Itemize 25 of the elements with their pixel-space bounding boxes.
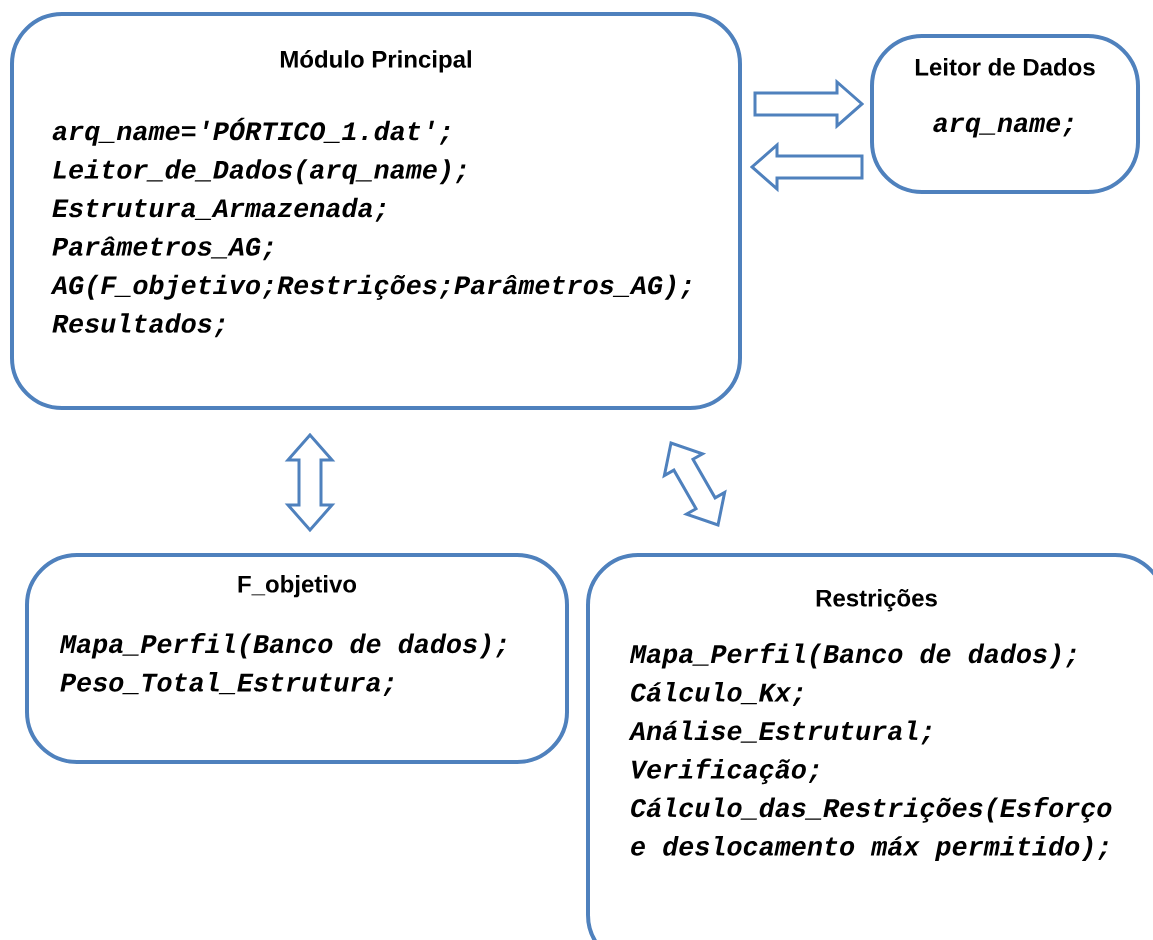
code-line: Cálculo_das_Restrições(Esforço e deslocamento máx permitido); [631, 797, 1112, 861]
code-line: Mapa_Perfil(Banco de dados); [629, 643, 1076, 669]
process-box [586, 553, 1153, 940]
code-line: Cálculo_Kx; [631, 681, 803, 707]
code-line: Mapa_Perfil(Banco de dados); [59, 633, 506, 659]
code-line: Parâmetros_AG; [52, 236, 273, 261]
code-line: Peso_Total_Estrutura; [60, 671, 393, 697]
box-heading: Leitor de Dados [915, 58, 1095, 76]
block-arrow [749, 141, 864, 193]
code-line: AG(F_objetivo;Restrições;Parâmetros_AG); [50, 274, 691, 300]
box-heading: Restrições [816, 589, 937, 612]
code-line: Análise_Estrutural; [628, 720, 931, 745]
code-line: Leitor_de_Dados(arq_name); [53, 159, 466, 185]
block-arrow [753, 78, 865, 130]
code-line: arq_name='PÓRTICO_1.dat'; [52, 117, 450, 146]
block-arrow [662, 441, 727, 527]
code-line: Verificação; [632, 758, 819, 785]
process-box [25, 553, 569, 764]
box-heading: Módulo Principal [280, 50, 471, 73]
code-line: Resultados; [52, 313, 225, 338]
box-heading: F_objetivo [238, 575, 357, 598]
process-box [10, 12, 742, 410]
process-box [870, 34, 1140, 194]
code-line: Estrutura_Armazenada; [52, 197, 385, 222]
code-line: arq_name; [933, 117, 1073, 138]
